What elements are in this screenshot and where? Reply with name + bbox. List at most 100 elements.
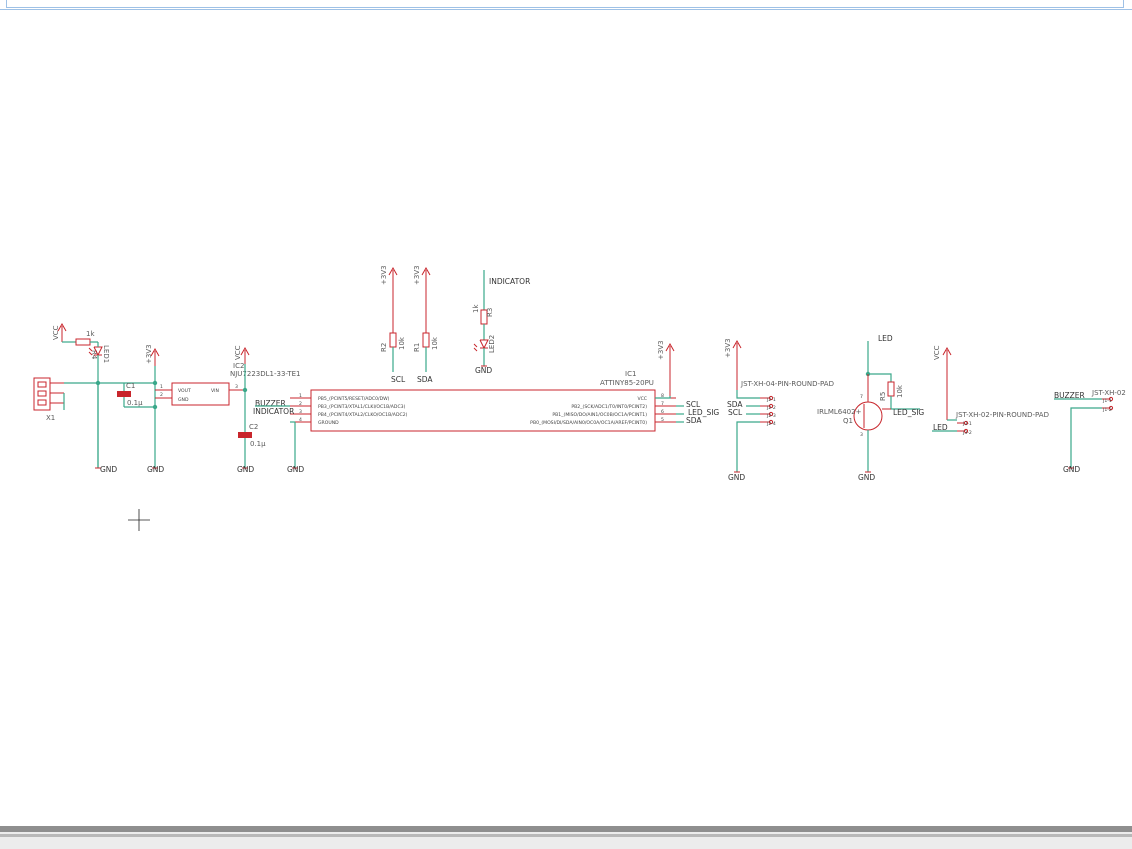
gnd-symbol-2: GND bbox=[147, 465, 164, 474]
r1-value: 10k bbox=[431, 336, 439, 350]
wire-x1-vcc bbox=[64, 382, 99, 468]
vcc-label: VCC bbox=[52, 325, 60, 340]
c2-value: 0.1μ bbox=[250, 440, 266, 448]
scrollbar-track[interactable] bbox=[0, 826, 1132, 832]
j2-pin: J2-2 bbox=[766, 405, 776, 411]
toolbar-frame bbox=[6, 0, 1124, 8]
ic1-attiny85[interactable]: 1 2 3 4 8 7 6 5 PB5_(PCINT5/RESET/ADC0/D… bbox=[290, 370, 676, 432]
ic1-name: IC1 bbox=[625, 370, 636, 378]
ic1-pin-label: GROUND bbox=[318, 420, 339, 426]
v3-label-426: +3V3 bbox=[413, 265, 421, 285]
ic2-regulator[interactable]: VOUT GND VIN 1 2 3 IC2 NJU7223DL1-33-TE1 bbox=[155, 362, 300, 406]
gnd-symbol-1: GND bbox=[95, 465, 117, 474]
net-led-q1: LED bbox=[878, 334, 893, 343]
vcc-label-245: VCC bbox=[234, 345, 242, 360]
r5-value: 10k bbox=[896, 384, 904, 398]
r1-name: R1 bbox=[413, 343, 421, 352]
junction-dot bbox=[242, 387, 248, 393]
net-sda-r1: SDA bbox=[417, 375, 433, 384]
x1-connector[interactable]: X1 bbox=[33, 377, 64, 422]
gnd-label-4: GND bbox=[287, 465, 304, 474]
q1-name: Q1 bbox=[843, 417, 853, 425]
gnd-label-1: GND bbox=[100, 465, 117, 474]
ic2-name: IC2 bbox=[233, 362, 244, 370]
ic1-pin-label: PB1_(MISO/DO/AIN1/OC0B/OC1A/PCINT1) bbox=[552, 412, 647, 418]
j3-connector[interactable]: J3-1 J3-2 bbox=[957, 420, 972, 436]
ic1-pin-num: 3 bbox=[299, 409, 302, 415]
net-ledsig-q1: LED_SIG bbox=[893, 408, 924, 417]
v3-symbol-737: +3V3 bbox=[724, 338, 742, 390]
j3-pin: J3-1 bbox=[962, 421, 972, 427]
j1-connector[interactable]: J1-1 J1-2 bbox=[1102, 396, 1114, 413]
c1-value: 0.1μ bbox=[127, 399, 143, 407]
ic2-vin-pin: VIN bbox=[211, 388, 219, 394]
v3-symbol-155: +3V3 bbox=[145, 344, 160, 366]
c1-capacitor[interactable]: C1 0.1μ bbox=[117, 382, 143, 407]
vcc-symbol-947: VCC bbox=[933, 345, 952, 420]
v3-symbol-426: +3V3 bbox=[413, 265, 431, 333]
r3-value: 1k bbox=[472, 304, 480, 313]
top-toolbar-strip bbox=[0, 0, 1132, 10]
led1-label: LED1 bbox=[102, 345, 110, 363]
svg-text:7: 7 bbox=[860, 394, 863, 400]
gnd-symbol-4: GND bbox=[287, 465, 304, 474]
ic1-pin-num: 5 bbox=[661, 417, 664, 423]
j3-part: JST-XH-02-PIN-ROUND-PAD bbox=[955, 411, 1049, 419]
vcc-label-947: VCC bbox=[933, 345, 941, 360]
ic1-pin-label: PB3_(PCINT3/XTAL1/CLKI/OC1B/ADC3) bbox=[318, 404, 406, 410]
j2-pin: J2-4 bbox=[766, 421, 776, 427]
ic1-pin-num: 7 bbox=[661, 401, 664, 407]
gnd-symbol-7: GND bbox=[858, 471, 875, 482]
gnd-symbol-8: GND bbox=[1063, 465, 1080, 474]
j2-pin: J2-1 bbox=[766, 397, 776, 403]
j2-connector[interactable]: J2-1 J2-2 J2-3 J2-4 bbox=[760, 395, 776, 427]
x1-label: X1 bbox=[46, 414, 55, 422]
net-indicator-r3: INDICATOR bbox=[489, 277, 530, 286]
v3-label-737: +3V3 bbox=[724, 338, 732, 358]
gnd-symbol-3: GND bbox=[237, 465, 254, 474]
ic1-part: ATTINY85-20PU bbox=[600, 379, 654, 387]
ic2-gnd-pin: GND bbox=[178, 397, 189, 403]
r3-resistor[interactable]: 1k R3 bbox=[472, 304, 494, 325]
gnd-label-8: GND bbox=[1063, 465, 1080, 474]
ic1-pin-num: 4 bbox=[299, 417, 302, 423]
vcc-symbol-245: VCC bbox=[234, 345, 250, 364]
ic1-pin-label: PB5_(PCINT5/RESET/ADC0/DW) bbox=[318, 396, 390, 402]
q1-part: IRLML6402+ bbox=[817, 408, 862, 416]
svg-text:3: 3 bbox=[235, 384, 238, 390]
net-buzzer-ic1: BUZZER bbox=[255, 399, 286, 408]
c2-label: C2 bbox=[249, 423, 258, 431]
net-scl-j2: SCL bbox=[728, 408, 743, 417]
gnd-label-2: GND bbox=[147, 465, 164, 474]
net-sda-j2: SDA bbox=[727, 400, 743, 409]
gnd-label-5: GND bbox=[475, 366, 492, 375]
j1-pin: J1-2 bbox=[1102, 407, 1112, 413]
crosshair-cursor-icon bbox=[128, 509, 150, 531]
j1-part: JST-XH-02 bbox=[1091, 389, 1126, 397]
r4-value: 1k bbox=[86, 330, 95, 338]
led2-label: LED2 bbox=[488, 335, 496, 353]
ic1-pin-label: PB4_(PCINT4/XTAL2/CLKO/OC1B/ADC2) bbox=[318, 412, 408, 418]
ic2-part: NJU7223DL1-33-TE1 bbox=[230, 370, 300, 378]
ic1-pin-label: VCC bbox=[637, 396, 647, 402]
wire-670-vcc bbox=[655, 396, 671, 399]
q1-mosfet[interactable]: 7 3 IRLML6402+ Q1 bbox=[817, 374, 891, 468]
ic1-pin-label: PB0_(MOSI/DI/SDA/AIN0/OC0A/OC1A/AREF/PCI… bbox=[530, 420, 647, 426]
c2-capacitor[interactable]: C2 0.1μ bbox=[238, 423, 266, 448]
wire-r5-top bbox=[868, 373, 892, 382]
v3-symbol-670: +3V3 bbox=[657, 340, 675, 396]
gnd-label-6: GND bbox=[728, 473, 745, 482]
j3-pin: J3-2 bbox=[962, 430, 972, 436]
j2-part: JST-XH-04-PIN-ROUND-PAD bbox=[740, 380, 834, 388]
j2-pin: J2-3 bbox=[766, 413, 776, 419]
r5-name: R5 bbox=[879, 392, 887, 401]
schematic-canvas[interactable]: X1 VCC 1k R4 LED1 GND C1 0.1μ bbox=[0, 10, 1132, 826]
j1-pin: J1-1 bbox=[1102, 398, 1112, 404]
led2-symbol[interactable]: LED2 bbox=[473, 335, 496, 353]
gnd-label-3: GND bbox=[237, 465, 254, 474]
v3-symbol-393: +3V3 bbox=[380, 265, 398, 333]
ic1-pin-num: 6 bbox=[661, 409, 664, 415]
v3-label-670: +3V3 bbox=[657, 340, 665, 360]
schematic-svg[interactable]: X1 VCC 1k R4 LED1 GND C1 0.1μ bbox=[0, 10, 1132, 826]
svg-text:2: 2 bbox=[160, 392, 163, 398]
